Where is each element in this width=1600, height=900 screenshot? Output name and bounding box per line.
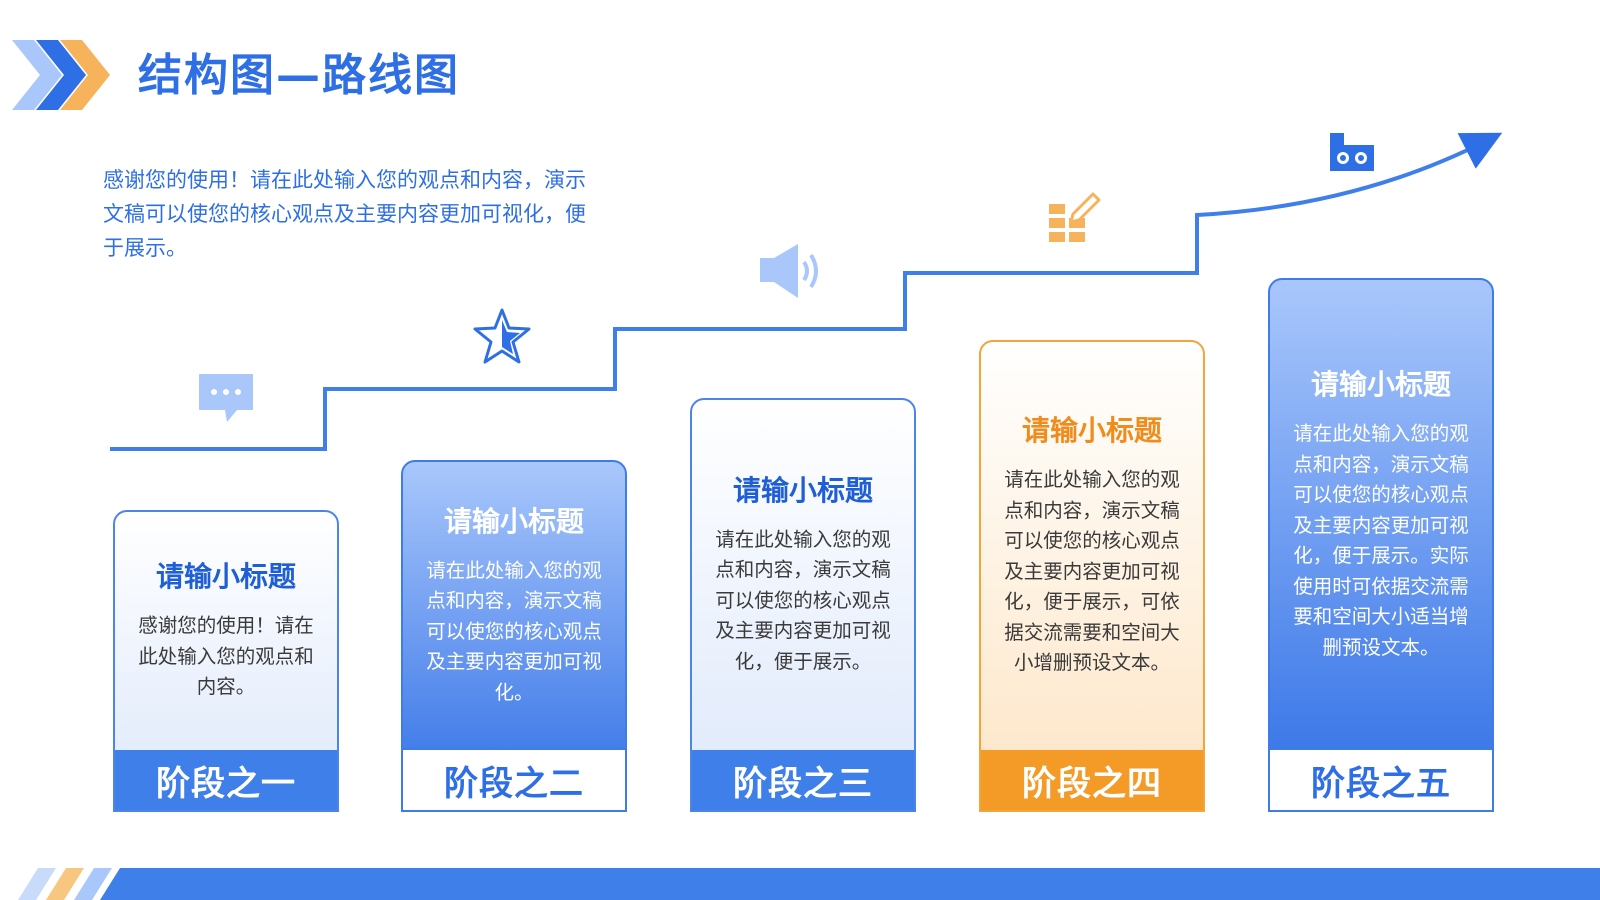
star-icon: [473, 308, 531, 364]
gears-box-icon: [1330, 133, 1374, 171]
speaker-icon: [760, 244, 818, 298]
stage-card-5: 请输小标题 请在此处输入您的观点和内容，演示文稿可以使您的核心观点及主要内容更加…: [1268, 278, 1494, 812]
stage-title: 请输小标题: [443, 504, 584, 538]
stage-title: 请输小标题: [1310, 368, 1451, 401]
stage-text: 请在此处输入您的观点和内容，演示文稿可以使您的核心观点及主要内容更加可视化。: [426, 558, 602, 704]
stage-label: 阶段之四: [981, 750, 1203, 810]
stage-label: 阶段之五: [1270, 748, 1492, 810]
stage-card-body: 请输小标题 请在此处输入您的观点和内容，演示文稿可以使您的核心观点及主要内容更加…: [981, 342, 1203, 750]
stage-text: 请在此处输入您的观点和内容，演示文稿可以使您的核心观点及主要内容更加可视化，便于…: [1004, 468, 1180, 675]
stage-label: 阶段之三: [692, 750, 914, 810]
stage-title: 请输小标题: [155, 560, 296, 594]
intro-text: 感谢您的使用！请在此处输入您的观点和内容，演示文稿可以使您的核心观点及主要内容更…: [103, 168, 586, 260]
stage-title: 请输小标题: [1021, 414, 1162, 448]
stage-text: 请在此处输入您的观点和内容，演示文稿可以使您的核心观点及主要内容更加可视化，便于…: [715, 527, 891, 673]
stage-card-body: 请输小标题 请在此处输入您的观点和内容，演示文稿可以使您的核心观点及主要内容更加…: [1270, 280, 1492, 750]
chat-bubble-icon: [199, 374, 253, 422]
stage-label: 阶段之二: [403, 748, 625, 810]
stage-card-1: 请输小标题 感谢您的使用！请在此处输入您的观点和内容。 阶段之一: [113, 510, 339, 812]
stage-card-body: 请输小标题 请在此处输入您的观点和内容，演示文稿可以使您的核心观点及主要内容更加…: [403, 462, 625, 750]
page-title: 结构图—路线图: [138, 50, 460, 101]
stage-title: 请输小标题: [732, 473, 873, 507]
bottom-decorative-bar: [18, 868, 1600, 900]
stage-text: 请在此处输入您的观点和内容，演示文稿可以使您的核心观点及主要内容更加可视化，便于…: [1293, 422, 1469, 659]
stage-card-body: 请输小标题 请在此处输入您的观点和内容，演示文稿可以使您的核心观点及主要内容更加…: [692, 400, 914, 750]
stage-card-4: 请输小标题 请在此处输入您的观点和内容，演示文稿可以使您的核心观点及主要内容更加…: [979, 340, 1205, 812]
edit-grid-icon: [1049, 192, 1101, 242]
stage-card-2: 请输小标题 请在此处输入您的观点和内容，演示文稿可以使您的核心观点及主要内容更加…: [401, 460, 627, 812]
stage-card-body: 请输小标题 感谢您的使用！请在此处输入您的观点和内容。: [115, 512, 337, 750]
stage-label: 阶段之一: [115, 750, 337, 810]
chevron-logo-icon: [12, 40, 110, 110]
stage-card-3: 请输小标题 请在此处输入您的观点和内容，演示文稿可以使您的核心观点及主要内容更加…: [690, 398, 916, 812]
stage-text: 感谢您的使用！请在此处输入您的观点和内容。: [138, 614, 314, 699]
